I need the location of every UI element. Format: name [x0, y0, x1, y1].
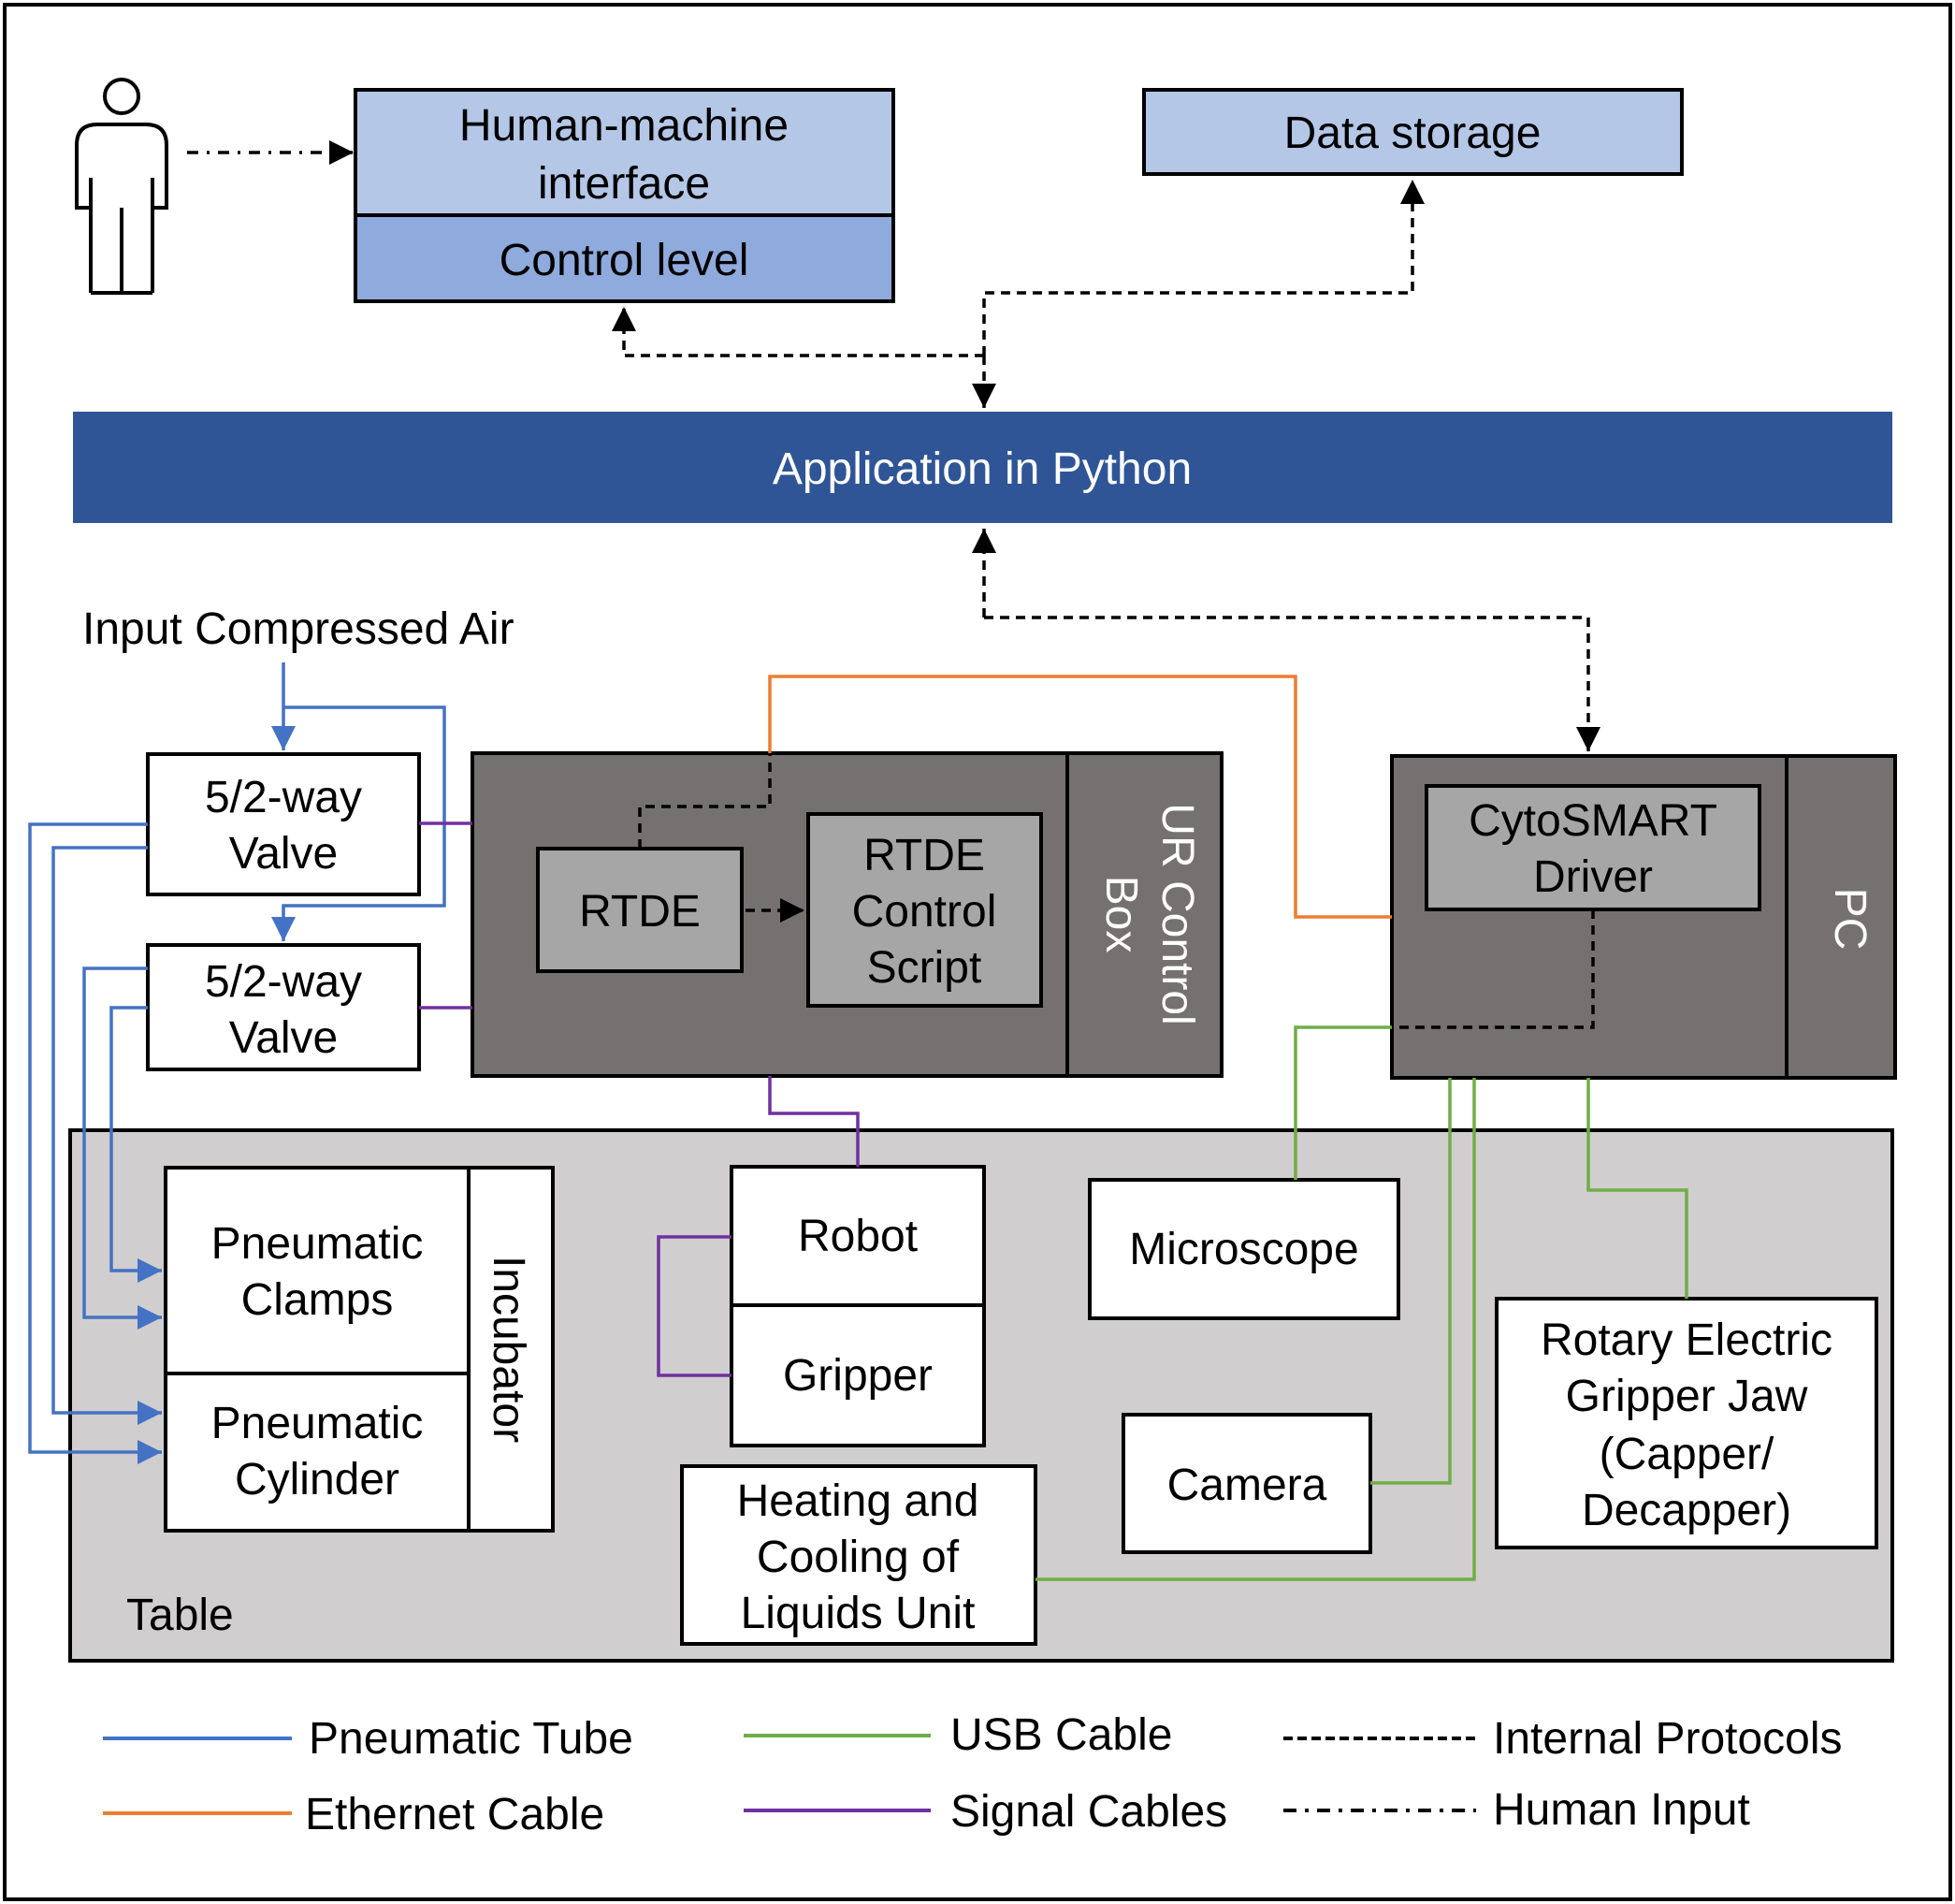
- pneumatic-tubes: [28, 662, 446, 1464]
- legend-ethernet-label: Ethernet Cable: [305, 1790, 604, 1839]
- pc-label: PC: [1825, 888, 1875, 951]
- camera-label: Camera: [1167, 1461, 1327, 1510]
- cylinder-box: [164, 1372, 471, 1533]
- legend-pneumatic-label: Pneumatic Tube: [309, 1714, 633, 1764]
- legend-human-label: Human Input: [1493, 1785, 1750, 1835]
- human-icon: [75, 78, 168, 295]
- application-bar: [73, 412, 1892, 523]
- legend-signal-label: Signal Cables: [950, 1787, 1227, 1837]
- table-label: Table: [126, 1591, 234, 1640]
- heating-box: [680, 1464, 1037, 1646]
- microscope-box: [1088, 1178, 1400, 1320]
- legend-internal-label: Internal Protocols: [1493, 1714, 1843, 1764]
- internal-protocol-links-top: [612, 180, 1600, 751]
- valve2-box: [146, 943, 421, 1071]
- incubator-box: [467, 1166, 555, 1533]
- gripper-label: Gripper: [783, 1351, 933, 1401]
- valve1-box: [146, 752, 421, 896]
- incubator-label: Incubator: [484, 1256, 533, 1443]
- internal-protocol-links-devices: [638, 753, 1595, 1029]
- robot-box: [730, 1165, 986, 1307]
- rtde-script-box: [806, 812, 1043, 1008]
- camera-box: [1122, 1413, 1372, 1554]
- legend-usb-label: USB Cable: [950, 1710, 1172, 1760]
- control-level-label: Control level: [500, 236, 749, 285]
- clamps-box: [164, 1166, 471, 1375]
- robot-label: Robot: [798, 1212, 918, 1261]
- rotary-box: [1495, 1297, 1878, 1549]
- microscope-label: Microscope: [1129, 1225, 1358, 1274]
- application-label: Application in Python: [773, 444, 1192, 494]
- rtde-box: [536, 847, 744, 973]
- usb-cables: [1035, 1025, 1688, 1581]
- input-air-label: Input Compressed Air: [82, 604, 514, 654]
- data-storage-label: Data storage: [1284, 109, 1542, 158]
- signal-cables: [419, 821, 860, 1377]
- rtde-label: RTDE: [579, 887, 701, 937]
- legend: Pneumatic Tube Ethernet Cable USB Cable …: [103, 1710, 1843, 1839]
- ur-control-label: UR ControlBox: [1096, 803, 1202, 1025]
- data-storage-box: [1142, 88, 1684, 176]
- hmi-box: [354, 88, 895, 217]
- cytosmart-box: [1425, 784, 1761, 911]
- control-level-box: [354, 213, 895, 303]
- ethernet-cable: [768, 675, 1392, 919]
